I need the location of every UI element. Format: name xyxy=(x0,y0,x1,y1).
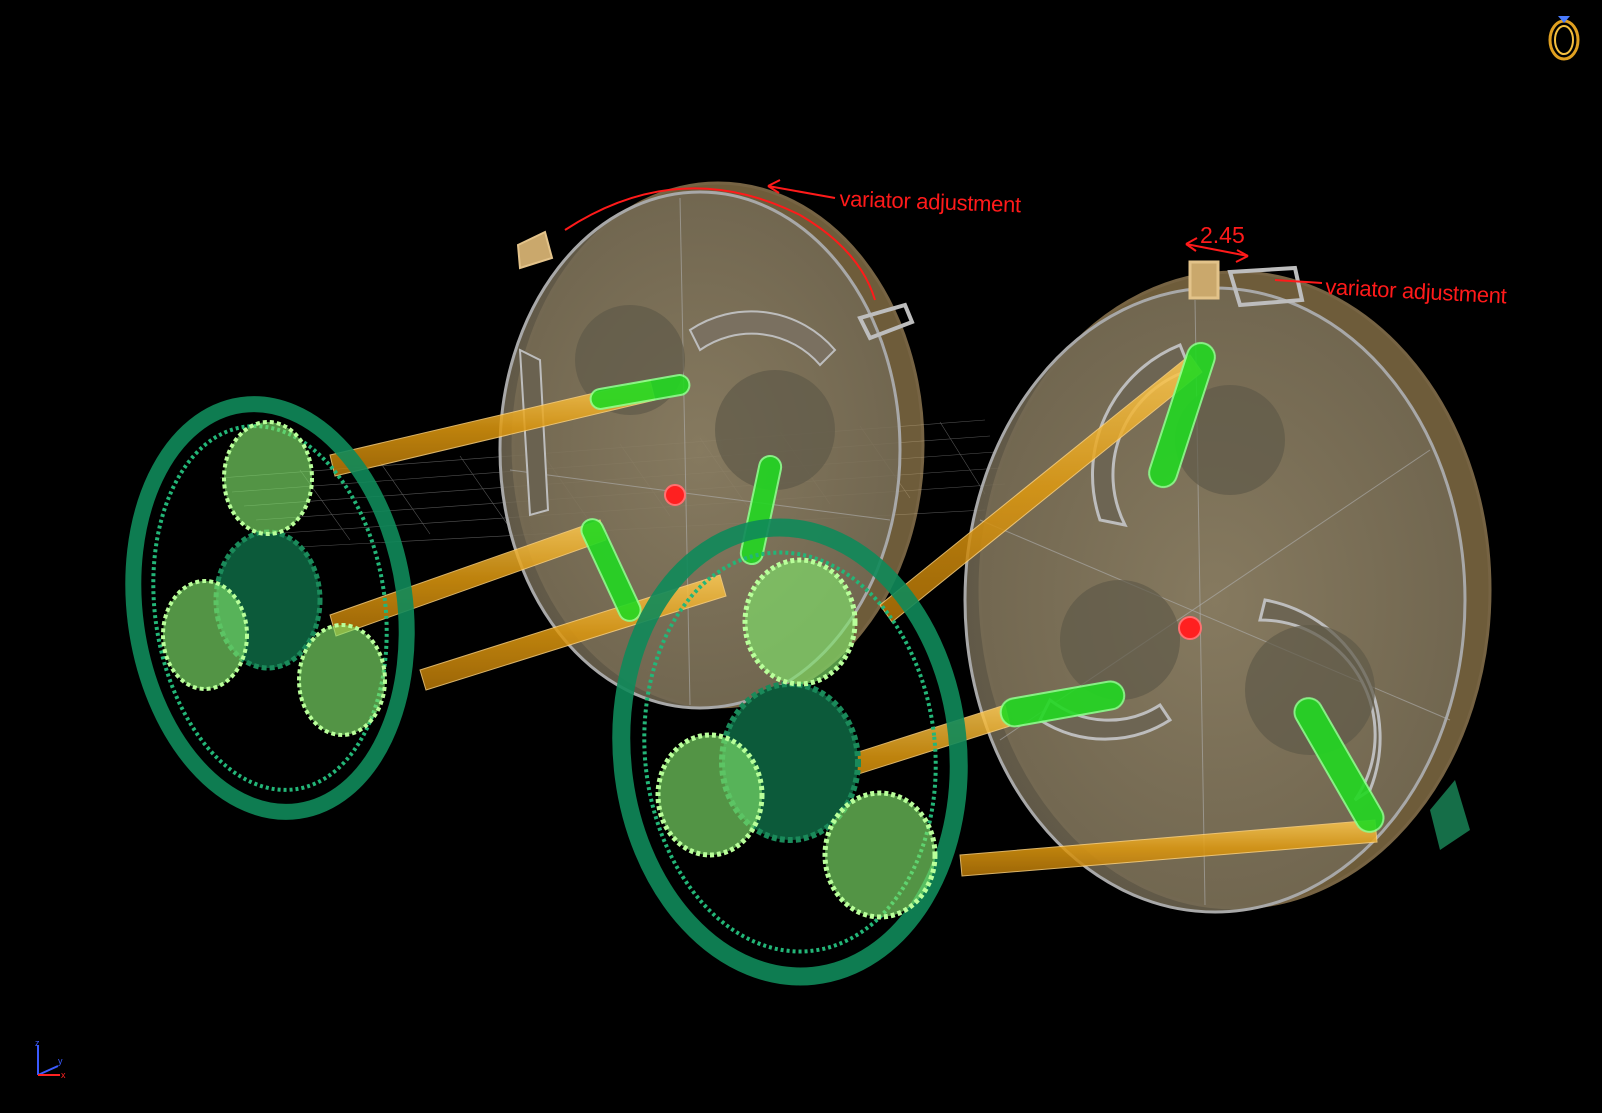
axis-z-label: z xyxy=(35,1038,40,1048)
axis-y-label: y xyxy=(58,1056,63,1066)
axis-triad xyxy=(37,1045,60,1076)
link-arms xyxy=(580,341,1385,833)
ring-gear-left[interactable] xyxy=(108,386,432,830)
center-pin-right xyxy=(1178,616,1202,640)
gold-ring-icon[interactable] xyxy=(1548,16,1580,61)
axis-x-label: x xyxy=(61,1070,66,1080)
variator-disc-right[interactable] xyxy=(963,260,1492,914)
dimension-marks xyxy=(564,179,1323,301)
center-pin-left xyxy=(664,484,686,506)
ring-gear-front[interactable] xyxy=(599,511,980,994)
dimension-label: 2.45 xyxy=(1200,222,1245,248)
